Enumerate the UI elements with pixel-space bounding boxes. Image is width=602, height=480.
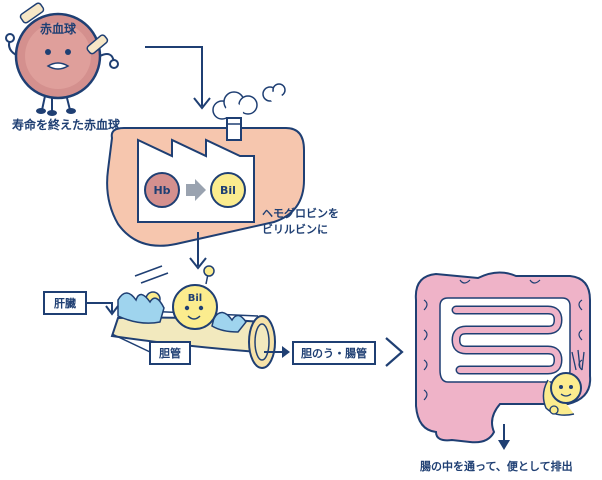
rbc-caption: 寿命を終えた赤血球 (12, 117, 121, 132)
bile-duct-label-box: 胆管 (111, 333, 191, 365)
hb-label: Hb (153, 184, 170, 197)
factory: Hb Bil (137, 117, 255, 223)
liver-label: 肝臓 (54, 296, 76, 310)
factory-caption-line1: ヘモグロビンを (262, 206, 339, 220)
bil-character-intestine (542, 349, 585, 416)
bil-circle (210, 172, 246, 208)
rbc-face-label: 赤血球 (40, 21, 77, 36)
arrow-factory-to-duct (189, 232, 207, 270)
gallbladder-intestine-label-box: 胆のう・腸管 (292, 341, 376, 365)
hb-circle (144, 172, 180, 208)
liver-label-box: 肝臓 (43, 291, 87, 315)
smoke-cloud (212, 83, 286, 121)
character-label: Bil (188, 293, 202, 304)
arrow-to-intestine (385, 337, 404, 367)
arrow-rbc-to-factory (145, 46, 211, 110)
bile-duct-label: 胆管 (159, 346, 181, 360)
excretion-caption: 腸の中を通って、便として排出 (420, 459, 573, 473)
bil-character: Bil (172, 265, 218, 330)
large-intestine (414, 271, 592, 450)
arrow-liver-label (86, 302, 119, 316)
bil-label: Bil (220, 184, 236, 197)
arrow-duct-to-label (264, 346, 290, 358)
bile-duct-tube (110, 265, 276, 369)
red-blood-cell: 赤血球 (5, 2, 119, 116)
conversion-arrow-icon (186, 179, 206, 201)
gallbladder-intestine-label: 胆のう・腸管 (301, 346, 367, 360)
factory-caption-line2: ビリルビンに (262, 222, 328, 236)
